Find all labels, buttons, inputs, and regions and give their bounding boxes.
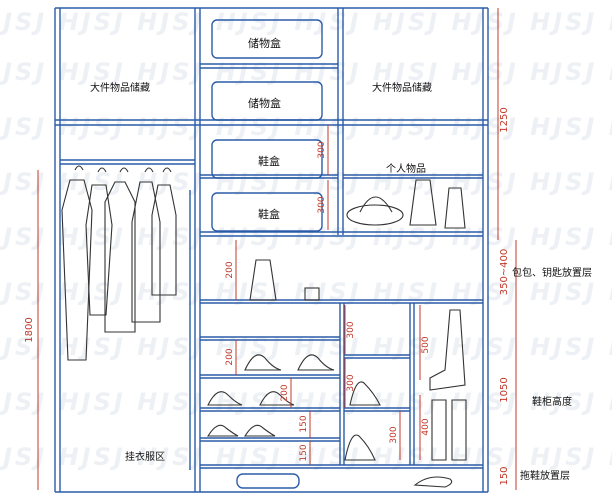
personal-items-label: 个人物品 [386, 164, 426, 175]
dimension-label: 300 [317, 141, 327, 159]
storage-box-label: 储物盒 [248, 97, 281, 110]
dimension-label: 200 [225, 261, 235, 279]
slipper-shelf-label: 拖鞋放置层 [520, 471, 570, 482]
shoe-box-label: 鞋盒 [258, 155, 280, 168]
slippers-icon [413, 476, 453, 488]
hat-icon [346, 196, 404, 226]
shoes-icon [207, 354, 381, 461]
dimension-label: 150 [299, 444, 309, 462]
dimension-label: 200 [225, 348, 235, 366]
hanging-clothes-icon [61, 165, 177, 361]
dimension-label: 1050 [499, 377, 510, 403]
top-right-storage-label: 大件物品储藏 [372, 83, 432, 94]
top-left-storage-label: 大件物品储藏 [90, 83, 150, 94]
hanging-area-label: 挂衣服区 [125, 452, 165, 463]
shoe-cabinet-height-label: 鞋柜高度 [532, 397, 572, 408]
dimension-label: 400 [421, 418, 431, 436]
dimension-label: 300 [346, 321, 356, 339]
dimension-label: 500 [421, 336, 431, 354]
bag-key-shelf-label: 包包、钥匙放置层 [512, 268, 592, 279]
bag-icon [249, 179, 466, 301]
boots-icon [429, 309, 467, 461]
dimension-label: 300 [346, 374, 356, 392]
dimension-label: 150 [499, 466, 510, 486]
dimension-label: 1800 [24, 317, 35, 343]
storage-box-label: 储物盒 [248, 37, 281, 50]
dimension-label: 200 [280, 384, 290, 402]
dimension-label: 150 [299, 415, 309, 433]
dimension-label: 1250 [499, 107, 510, 133]
dimension-label: 300 [317, 196, 327, 214]
dimension-label: 350~400 [499, 248, 510, 296]
dimension-label: 300 [389, 426, 399, 444]
shoe-box-label: 鞋盒 [258, 208, 280, 221]
